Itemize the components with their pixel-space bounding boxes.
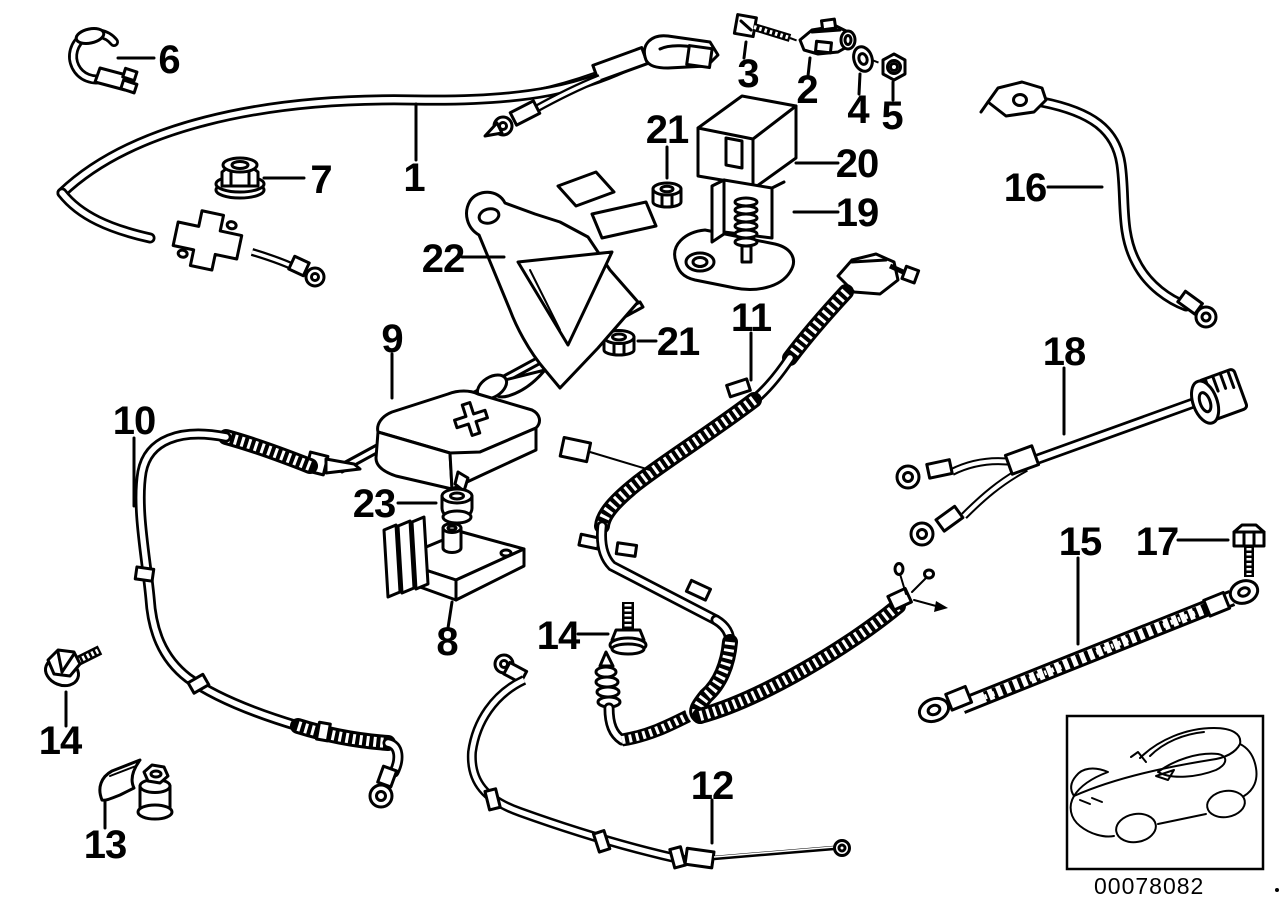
callout-5[interactable]: 5 (881, 94, 904, 138)
callout-18[interactable]: 18 (1043, 330, 1087, 374)
part-13-clamp-art (98, 758, 174, 821)
callout-8[interactable]: 8 (436, 620, 459, 664)
callout-1[interactable]: 1 (403, 156, 426, 200)
callout-14-center[interactable]: 14 (537, 614, 582, 658)
callout-7[interactable]: 7 (310, 158, 332, 202)
part-2-terminal-art (798, 17, 865, 56)
callout-2[interactable]: 2 (796, 68, 818, 112)
part-19-terminal-post-art (673, 178, 795, 291)
car-icon (1069, 727, 1258, 844)
part-9-cover-box-art (374, 389, 541, 493)
callout-9[interactable]: 9 (381, 317, 403, 361)
callout-20[interactable]: 20 (836, 142, 880, 186)
part-18-adapter-lead-art (895, 368, 1249, 547)
callout-4[interactable]: 4 (847, 88, 871, 132)
part-11-harness-art (558, 252, 948, 747)
callout-23[interactable]: 23 (353, 482, 397, 526)
callout-15[interactable]: 15 (1059, 520, 1103, 564)
callout-17[interactable]: 17 (1136, 520, 1180, 564)
part-20-cover-art (696, 94, 798, 188)
part-3-screw-art (732, 13, 802, 43)
callout-11[interactable]: 11 (731, 296, 773, 340)
part-16-cable-art (979, 80, 1218, 329)
callout-16[interactable]: 16 (1004, 166, 1048, 210)
callout-22[interactable]: 22 (422, 237, 466, 281)
leader-lines (64, 40, 1230, 845)
callout-21-top[interactable]: 21 (646, 108, 690, 152)
part-12-cable-art (466, 653, 851, 870)
part-23-grommet-art (440, 487, 474, 525)
callout-19[interactable]: 19 (836, 191, 880, 235)
callout-13[interactable]: 13 (84, 823, 128, 867)
callout-3[interactable]: 3 (737, 52, 759, 96)
car-thumbnail (1065, 714, 1265, 871)
callout-21-mid[interactable]: 21 (657, 320, 701, 364)
assembly-axis-line (871, 59, 883, 65)
part-8-relay-art (382, 515, 526, 602)
part-4-washer-art (852, 45, 874, 73)
part-14-bolt-left-art (44, 645, 103, 688)
callout-6[interactable]: 6 (158, 38, 180, 82)
part-7-flange-nut-art (214, 156, 266, 200)
callout-labels: 6 1 7 3 2 4 5 21 20 19 22 16 9 11 21 10 … (39, 38, 1180, 867)
callout-12[interactable]: 12 (691, 764, 735, 808)
part-17-bolt-art (1232, 523, 1266, 577)
part-10-cable-art (133, 428, 404, 809)
part-21-nut-mid-art (602, 329, 636, 357)
callout-10[interactable]: 10 (113, 399, 157, 443)
part-21-nut-top-art (651, 181, 683, 209)
part-1-battery-cable-art (56, 34, 720, 288)
doc-number: 00078082 (1094, 873, 1204, 899)
part-14-bolt-center-art (608, 602, 648, 656)
part-6-clamp-art (68, 27, 139, 95)
callout-14-left[interactable]: 14 (39, 719, 84, 763)
part-15-ground-strap-art (917, 579, 1260, 724)
stray-dot (1275, 888, 1279, 892)
part-5-nut-art (881, 52, 907, 82)
